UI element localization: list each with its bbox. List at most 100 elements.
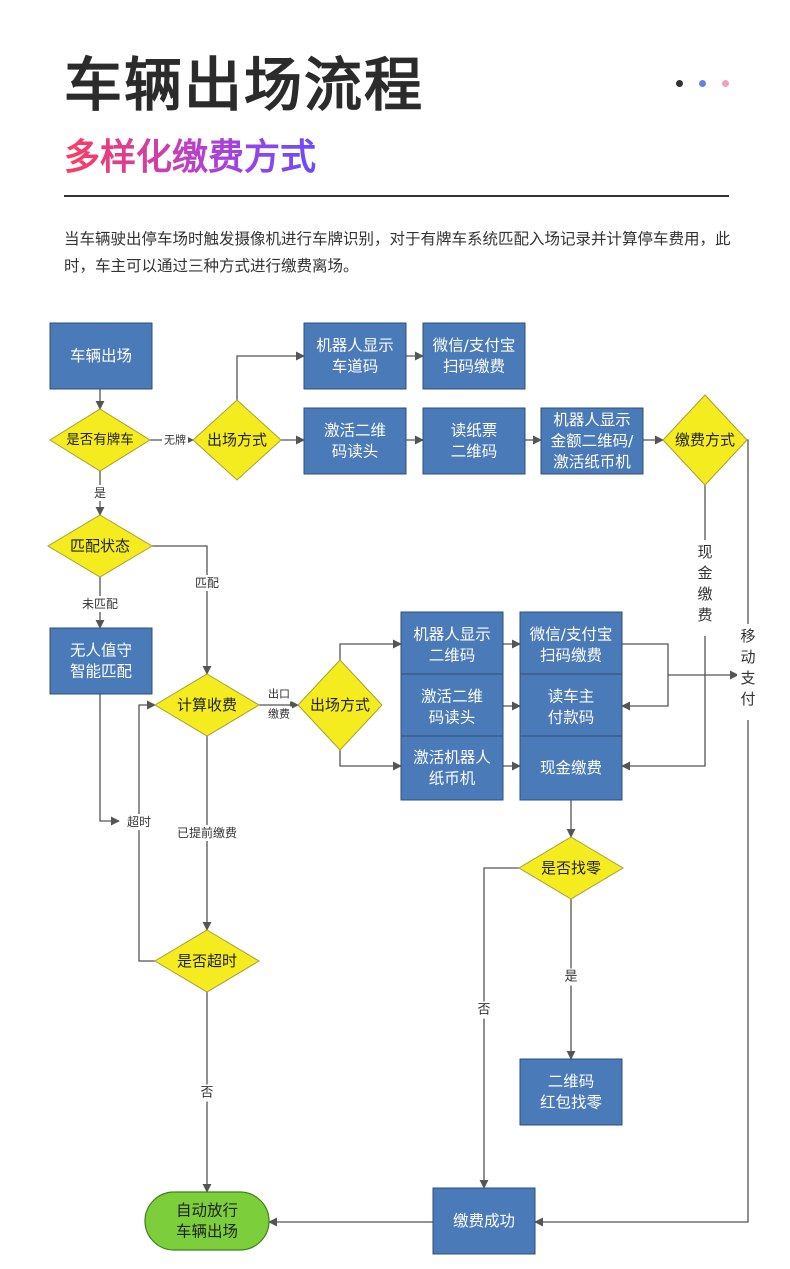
page-subtitle: 多样化缴费方式 [64, 128, 316, 180]
label-prepaid: 已提前缴费 [177, 825, 237, 840]
node-exit-method-mid: 出场方式 [297, 659, 383, 751]
label-mobile-pay: 付 [740, 690, 755, 708]
label-change-yes: 是 [564, 970, 577, 985]
dot-blue-icon [699, 80, 706, 87]
flow-arrow [339, 750, 402, 771]
flow-arrow [236, 351, 305, 400]
node-text: 激活二维 [421, 688, 483, 706]
label-mobile-pay: 支 [740, 669, 755, 687]
node-start: 车辆出场 [49, 322, 153, 390]
node-text: 激活二维 [324, 422, 386, 440]
label-exit-pay: 出口 [268, 687, 290, 701]
node-text: 是否超时 [177, 952, 237, 970]
label-no: 否 [200, 1086, 213, 1101]
node-calc-fee: 计算收费 [154, 673, 260, 737]
flow-arrow [479, 867, 519, 1189]
node-text: 自动放行 [176, 1202, 238, 1220]
node-text: 机器人显示 [316, 337, 394, 355]
flow-arrow [99, 694, 120, 826]
label-cash-pay: 现 [697, 543, 712, 561]
node-text: 缴费方式 [675, 431, 735, 449]
label-unmatched: 未匹配 [82, 597, 118, 611]
label-cash-pay: 费 [697, 606, 712, 624]
node-text: 智能匹配 [70, 662, 132, 680]
label-no-plate: 无牌 [164, 433, 186, 447]
node-text: 付款码 [548, 708, 595, 726]
node-pay-success: 缴费成功 [432, 1187, 536, 1255]
node-timeout-check: 是否超时 [154, 929, 260, 993]
node-text: 二维码 [548, 1073, 595, 1091]
label-matched: 匹配 [195, 576, 219, 590]
node-text: 激活纸币机 [553, 453, 631, 471]
node-text: 匹配状态 [70, 537, 130, 555]
node-text: 二维码 [451, 442, 498, 460]
label-cash-pay: 缴 [697, 585, 712, 603]
node-text: 扫码缴费 [540, 646, 602, 664]
node-text: 码读头 [429, 708, 476, 726]
node-text: 缴费成功 [453, 1212, 515, 1230]
node-text: 机器人显示 [413, 626, 491, 644]
node-text: 机器人显示 [553, 411, 631, 429]
node-give-change: 是否找零 [518, 836, 624, 900]
node-text: 出场方式 [207, 431, 267, 449]
node-text: 读车主 [548, 688, 595, 706]
node-text: 车辆出场 [70, 347, 132, 365]
title-divider [64, 195, 729, 197]
node-text: 纸币机 [429, 769, 476, 787]
intro-paragraph: 当车辆驶出停车场时触发摄像机进行车牌识别，对于有牌车系统匹配入场记录并计算停车费… [64, 230, 731, 275]
node-text: 扫码缴费 [443, 357, 505, 375]
node-text: 无人值守 [70, 642, 132, 660]
label-exit-pay: 缴费 [268, 707, 290, 721]
node-text: 是否找零 [541, 859, 601, 877]
flow-arrow [621, 643, 669, 711]
dot-pink-icon [722, 80, 729, 87]
label-cash-pay: 金 [697, 564, 712, 582]
node-has-plate: 是否有牌车 [49, 408, 151, 472]
flow-arrow [152, 545, 212, 675]
page-title: 车辆出场流程 [64, 51, 425, 119]
node-text: 金额二维码/ [551, 432, 635, 450]
node-text: 码读头 [332, 442, 379, 460]
node-text: 车辆出场 [176, 1222, 238, 1240]
node-text: 车道码 [332, 357, 379, 375]
node-cash-pay: 现金缴费 [519, 735, 623, 801]
node-text: 激活机器人 [413, 749, 491, 767]
flow-arrow [138, 700, 156, 962]
node-text: 是否有牌车 [66, 431, 134, 448]
node-text: 现金缴费 [540, 759, 602, 777]
node-text: 计算收费 [177, 696, 237, 714]
label-timeout: 超时 [127, 814, 151, 829]
label-mobile-pay: 移 [740, 627, 755, 645]
label-yes: 是 [94, 486, 106, 500]
node-exit-method-top: 出场方式 [192, 399, 282, 481]
node-text: 二维码 [429, 646, 476, 664]
label-change-no: 否 [477, 1003, 490, 1018]
label-mobile-pay: 动 [740, 648, 755, 666]
node-match-status: 匹配状态 [47, 514, 153, 578]
flow-nodes: 车辆出场是否有牌车出场方式机器人显示车道码微信/支付宝扫码缴费激活二维码读头读纸… [47, 322, 748, 1255]
flow-arrow [339, 639, 402, 660]
node-text: 红包找零 [540, 1093, 603, 1111]
node-pay-method: 缴费方式 [662, 394, 748, 486]
dot-dark-icon [676, 80, 683, 87]
node-text: 微信/支付宝 [433, 337, 516, 355]
node-text: 读纸票 [451, 422, 498, 440]
flow-arrow [621, 485, 706, 771]
node-text: 出场方式 [310, 696, 370, 714]
node-text: 微信/支付宝 [530, 626, 613, 644]
